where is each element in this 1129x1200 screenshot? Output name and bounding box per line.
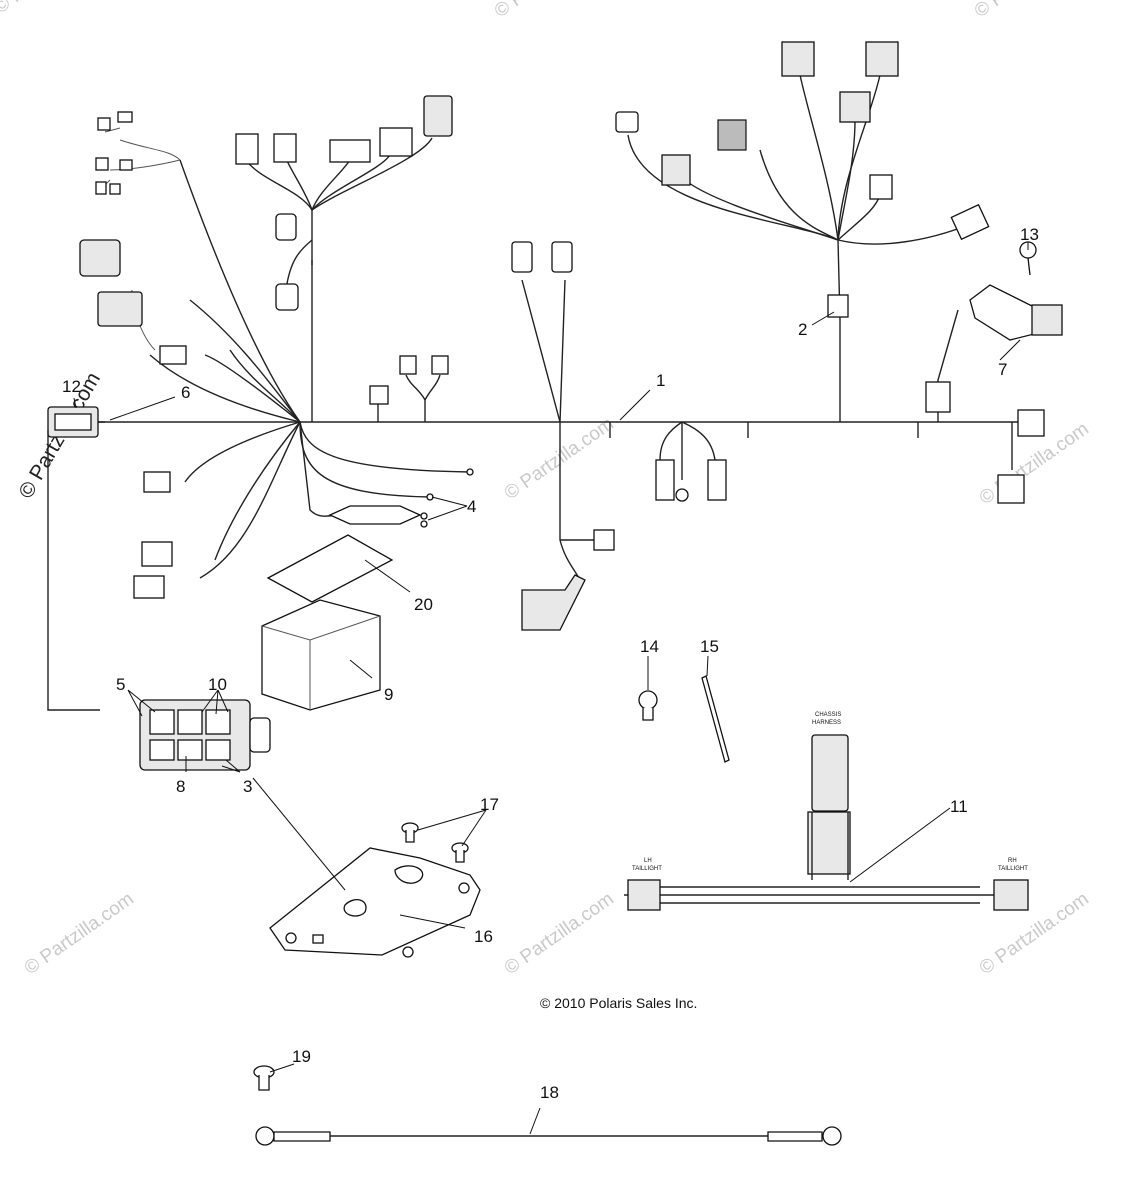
- bracket-and-bolts: [269, 822, 481, 958]
- callout-6: 6: [181, 383, 190, 402]
- callout-5: 5: [116, 675, 125, 694]
- copyright-text: © 2010 Polaris Sales Inc.: [540, 995, 697, 1011]
- connectors-upper-left: [79, 95, 573, 599]
- clip-and-strap: [638, 675, 730, 763]
- watermark-top-right: © Partzilla.com: [971, 0, 1088, 22]
- main-harness: [60, 74, 1040, 581]
- callout-9: 9: [384, 685, 393, 704]
- watermark-mid-center: © Partzilla.com: [501, 413, 618, 504]
- ground-strap: [253, 1065, 842, 1146]
- callout-7: 7: [998, 360, 1007, 379]
- callout-14: 14: [640, 637, 659, 656]
- callout-2: 2: [798, 320, 807, 339]
- callout-17: 17: [480, 795, 499, 814]
- rh-taillight-label-1: RH: [1008, 858, 1017, 864]
- callout-18: 18: [540, 1083, 559, 1102]
- callout-20: 20: [414, 595, 433, 614]
- callout-19: 19: [292, 1047, 311, 1066]
- taillight-harness: CHASSIS HARNESS LH TAILLIGHT RH TAILLIGH…: [624, 712, 1029, 911]
- callout-3: 3: [243, 777, 252, 796]
- connectors-upper-right: [521, 41, 1045, 631]
- callout-10: 10: [208, 675, 227, 694]
- lh-taillight-label-1: LH: [644, 858, 652, 864]
- item-12-part: [47, 406, 100, 711]
- callout-11: 11: [950, 797, 968, 816]
- label-sheet-and-box: [261, 534, 394, 711]
- chassis-harness-label-2: HARNESS: [812, 720, 841, 726]
- callout-numbers: 1 2 3 4 5 6 7 8 9 10 11 12 13 14 15 16 1…: [62, 225, 1039, 1102]
- callout-1: 1: [656, 371, 665, 390]
- watermark-top-left: © Partzilla.com: [0, 0, 108, 18]
- leader-lines: [73, 242, 1029, 1135]
- lh-taillight-label-2: TAILLIGHT: [632, 866, 662, 872]
- fuse-box: [139, 699, 271, 771]
- watermark-low-left: © Partzilla.com: [21, 888, 138, 979]
- rh-taillight-label-2: TAILLIGHT: [998, 866, 1028, 872]
- callout-8: 8: [176, 777, 185, 796]
- callout-13: 13: [1020, 225, 1039, 244]
- relay-assembly: [969, 241, 1063, 341]
- callout-12: 12: [62, 377, 81, 396]
- callout-16: 16: [474, 927, 493, 946]
- watermark-top-center: © Partzilla.com: [491, 0, 608, 22]
- chassis-harness-label-1: CHASSIS: [815, 712, 841, 718]
- watermark-low-center: © Partzilla.com: [501, 888, 618, 979]
- callout-15: 15: [700, 637, 719, 656]
- callout-4: 4: [467, 497, 476, 516]
